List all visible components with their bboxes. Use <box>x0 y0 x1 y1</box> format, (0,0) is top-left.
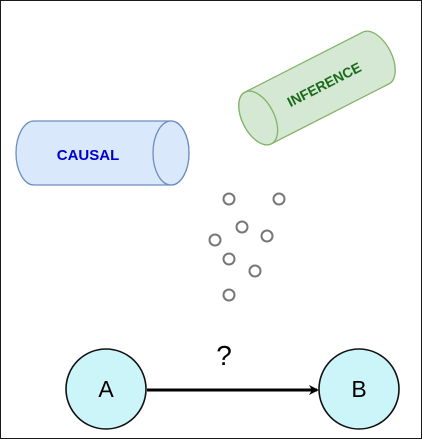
causal-cylinder: CAUSAL <box>15 120 190 186</box>
node-a: A <box>65 348 147 430</box>
causal-cylinder-cap <box>152 120 190 186</box>
inference-cylinder: INFERENCE <box>238 30 396 146</box>
particle <box>235 220 249 234</box>
particle <box>222 288 236 302</box>
particle <box>222 192 236 206</box>
particle <box>208 233 222 247</box>
node-a-label: A <box>98 376 114 402</box>
particle <box>260 229 274 243</box>
edge-question-label: ? <box>216 340 232 371</box>
causal-label: CAUSAL <box>57 147 120 164</box>
particle <box>272 192 286 206</box>
node-b-circle <box>318 348 400 430</box>
particle <box>248 264 262 278</box>
node-a-circle <box>65 348 147 430</box>
particles <box>208 192 286 302</box>
node-b-label: B <box>351 376 366 402</box>
inference-cylinder-cap <box>238 90 279 146</box>
node-b: B <box>318 348 400 430</box>
particle <box>222 252 236 266</box>
